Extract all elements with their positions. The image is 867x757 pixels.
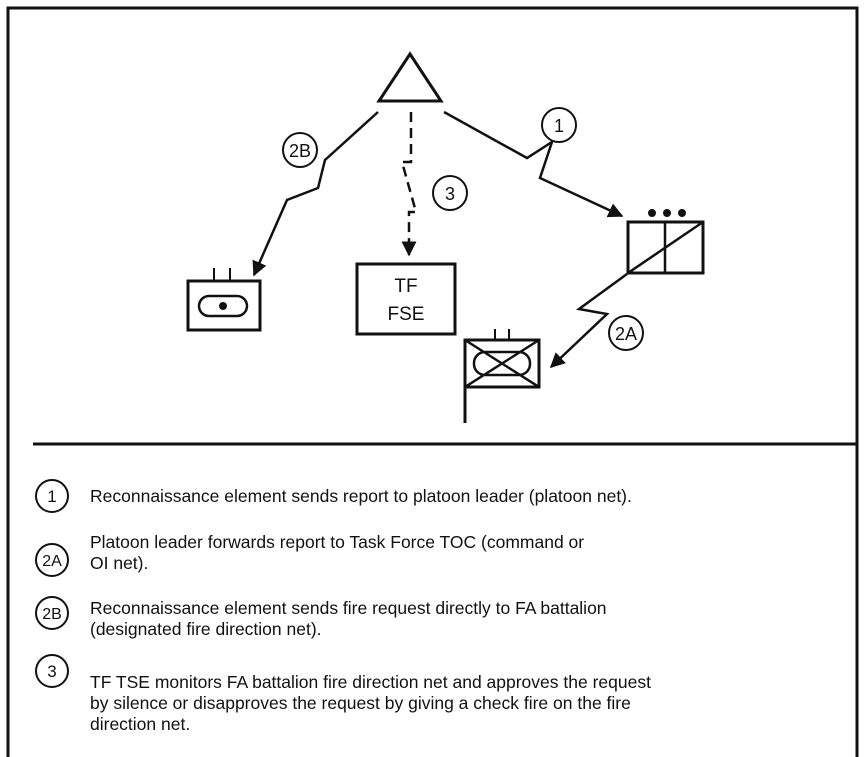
step-2a-legend-badge: 2A <box>35 543 69 577</box>
legend-text-2a: Platoon leader forwards report to Task F… <box>90 532 790 574</box>
arrow-2b <box>252 111 379 277</box>
recon-vehicle-icon <box>463 329 541 423</box>
svg-text:2B: 2B <box>42 606 62 623</box>
step-3-badge <box>432 175 468 211</box>
step-3-label: 3 <box>445 184 455 204</box>
arrow-1 <box>443 110 624 218</box>
legend-line: Reconnaissance element sends report to p… <box>90 486 632 506</box>
svg-text:3: 3 <box>47 662 56 681</box>
tf-fse-box: TF FSE <box>355 262 457 336</box>
legend-text-1: Reconnaissance element sends report to p… <box>90 486 790 507</box>
step-1-badge <box>541 107 577 143</box>
legend-line: TF TSE monitors FA battalion fire direct… <box>90 672 651 692</box>
arrow-2a <box>549 272 628 369</box>
step-2b-label: 2B <box>289 141 311 161</box>
legend-line: by silence or disapproves the request by… <box>90 693 631 713</box>
step-2b-legend-badge: 2B <box>35 596 69 630</box>
step-2b-badge <box>282 132 318 168</box>
triangle-icon <box>376 51 444 103</box>
svg-text:2A: 2A <box>42 553 62 570</box>
legend-line: Platoon leader forwards report to Task F… <box>90 532 585 552</box>
legend-line: OI net). <box>90 553 149 573</box>
legend-text-3: TF TSE monitors FA battalion fire direct… <box>90 672 790 735</box>
platoon-unit-icon <box>186 268 262 332</box>
toc-flag-icon <box>626 209 705 275</box>
step-1-legend-badge: 1 <box>35 479 69 513</box>
step-2a-label: 2A <box>615 324 637 344</box>
legend-line: Reconnaissance element sends fire reques… <box>90 598 607 618</box>
figure-border <box>6 6 859 757</box>
step-1-label: 1 <box>554 116 564 136</box>
arrow-3 <box>400 112 418 257</box>
tf-fse-line1: TF <box>394 276 417 297</box>
legend-line: direction net. <box>90 714 191 734</box>
legend-text-2b: Reconnaissance element sends fire reques… <box>90 598 790 640</box>
legend-line: (designated fire direction net). <box>90 619 322 639</box>
tf-fse-line2: FSE <box>388 304 425 325</box>
svg-text:1: 1 <box>47 487 56 506</box>
step-2a-badge <box>608 315 644 351</box>
step-3-legend-badge: 3 <box>35 654 69 688</box>
